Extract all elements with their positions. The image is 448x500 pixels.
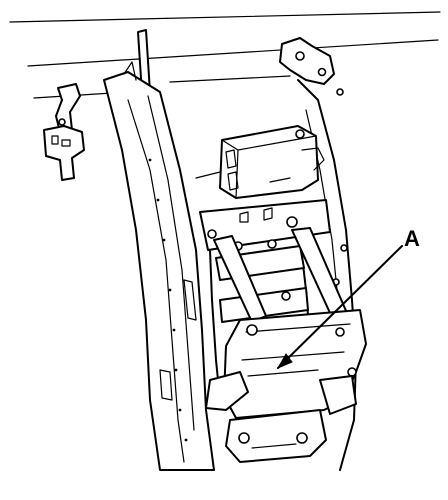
callout-a-arrowhead	[276, 353, 293, 370]
callout-a: A	[276, 226, 420, 370]
b-pillar	[103, 61, 215, 471]
left-mounting-bracket	[43, 83, 85, 181]
control-unit	[195, 125, 325, 199]
roof-outline-lines	[9, 11, 441, 99]
seat-frame-assembly	[205, 227, 367, 463]
callout-a-label: A	[404, 226, 420, 251]
callout-a-leader	[277, 245, 403, 369]
